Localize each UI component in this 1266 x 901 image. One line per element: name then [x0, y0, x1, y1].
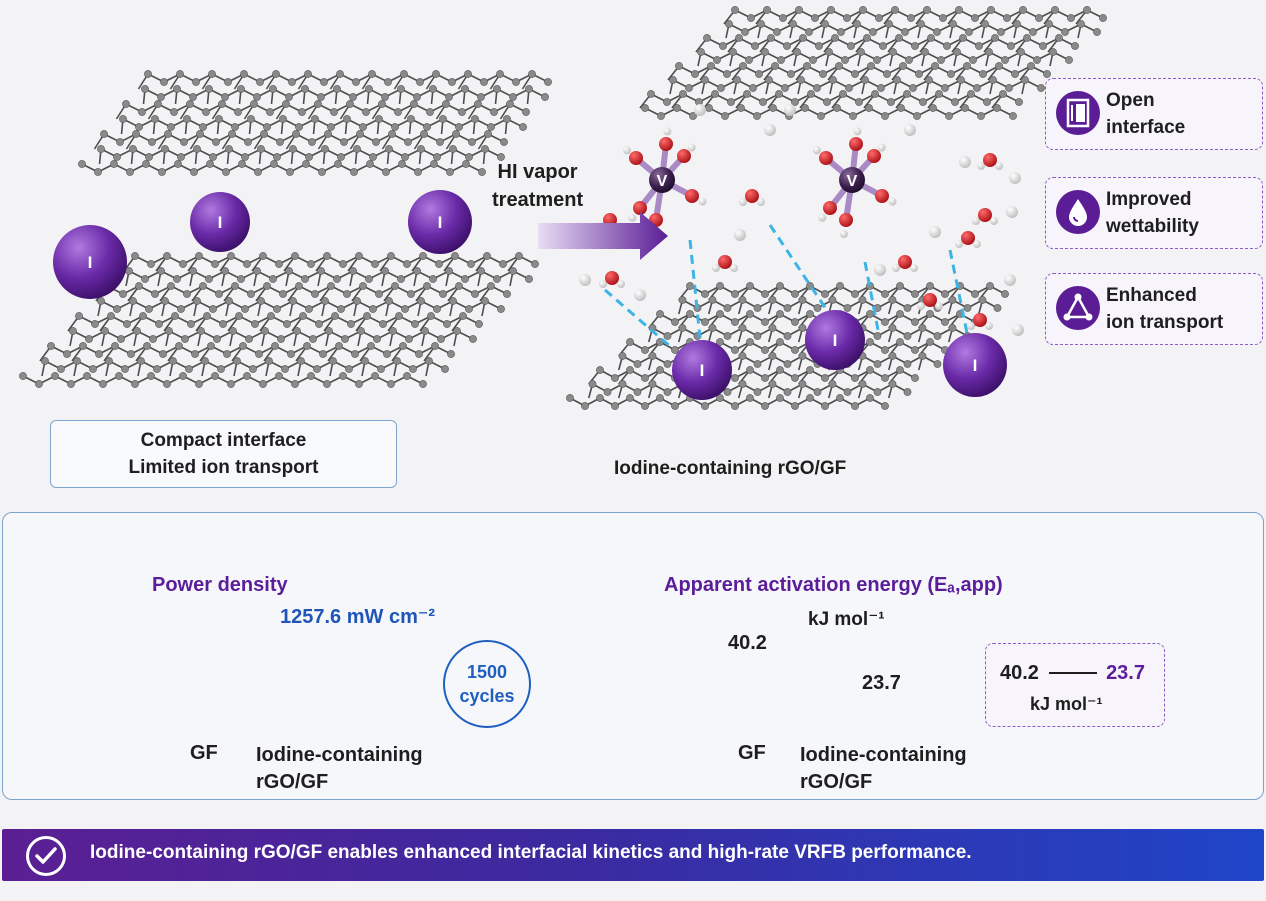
summary-from: 40.2: [1000, 662, 1039, 684]
hydrogen-atom: [1006, 206, 1018, 218]
power-iodine-line-1: Iodine-containing: [256, 744, 423, 766]
right-caption: Iodine-containing rGO/GF: [614, 458, 847, 479]
power-density-title: Power density: [152, 574, 288, 596]
hydrogen-atom: [929, 226, 941, 238]
hydrogen-atom: [904, 124, 916, 136]
iodine-atom: I: [53, 225, 127, 299]
hydrogen-atom: [1012, 324, 1024, 336]
hydrogen-atom: [734, 229, 746, 241]
hydrogen-atom: [634, 289, 646, 301]
iodine-atom-label: I: [438, 213, 443, 232]
power-gf-label: GF: [190, 742, 218, 764]
hydrogen-atom: [1004, 274, 1016, 286]
feature-3-line-1: Enhanced: [1106, 285, 1197, 306]
compact-interface-box: Compact interface Limited ion transport: [50, 420, 397, 488]
feature-2-line-1: Improved: [1106, 189, 1192, 210]
water-molecule: [967, 313, 993, 330]
feature-improved-wettability: Improved wettability: [1045, 177, 1263, 249]
summary-arrow: [1048, 672, 1097, 674]
summary-to: 23.7: [1106, 662, 1145, 684]
graphene-sheet-top-right: [639, 6, 1107, 120]
treatment-arrow: [538, 212, 668, 260]
feature-open-interface: Open interface: [1045, 78, 1263, 150]
compact-line-2: Limited ion transport: [128, 457, 319, 478]
activation-title: Apparent activation energy (Eₐ,app): [664, 574, 1003, 596]
feature-3-line-2: ion transport: [1106, 312, 1224, 333]
iodine-atom-label: I: [973, 356, 978, 375]
iodine-atom-label: I: [88, 253, 93, 272]
water-molecule: [599, 271, 625, 288]
hi-line-1: HI vapor: [497, 161, 578, 183]
iodine-atom-label: I: [833, 331, 838, 350]
triangle-network-icon: [1056, 286, 1100, 330]
compact-line-1: Compact interface: [140, 430, 307, 451]
activation-iodine-line-1: Iodine-containing: [800, 744, 967, 766]
interface-links: [604, 224, 970, 350]
activation-unit: kJ mol⁻¹: [808, 609, 885, 630]
water-molecule: [917, 293, 943, 310]
iodine-atom: I: [190, 192, 250, 252]
activation-summary-box: 40.2 23.7 kJ mol⁻¹: [985, 643, 1165, 727]
water-molecule: [972, 208, 998, 225]
power-iodine-line-2: rGO/GF: [256, 771, 329, 793]
hydrogen-atom: [959, 156, 971, 168]
conclusion-banner: Iodine-containing rGO/GF enables enhance…: [2, 829, 1264, 881]
graphene-sheets: [19, 6, 1107, 410]
cycles-text: cycles: [459, 686, 515, 706]
graphene-sheet-bottom-right: [566, 282, 1009, 410]
hydrogen-atom: [764, 124, 776, 136]
graphene-sheet-bottom-left: [19, 252, 539, 388]
vanadium-complex: V: [622, 127, 707, 238]
hydrogen-atom: [784, 104, 796, 116]
water-molecule: [892, 255, 918, 272]
iodine-atom: I: [672, 340, 732, 400]
activation-iodine-line-2: rGO/GF: [800, 771, 873, 793]
power-value-label: 1257.6 mW cm⁻²: [280, 606, 436, 628]
banner-text: Iodine-containing rGO/GF enables enhance…: [90, 842, 972, 863]
vanadium-atom-label: V: [657, 173, 668, 190]
feature-2-line-2: wettability: [1106, 216, 1199, 237]
activation-gf-label: GF: [738, 742, 766, 764]
iodine-atom-label: I: [218, 213, 223, 232]
cycles-badge: 1500 cycles: [443, 640, 531, 728]
power-iodine-label: Iodine-containing rGO/GF: [256, 742, 423, 796]
activation-gf-value: 40.2: [728, 632, 767, 654]
hydrogen-atom: [1009, 172, 1021, 184]
iodine-atoms: I I I I I I: [53, 190, 1007, 400]
water-molecules: [579, 104, 1024, 336]
hi-line-2: treatment: [492, 189, 584, 211]
hi-treatment-label: HI vapor treatment: [492, 158, 583, 214]
feature-1-line-2: interface: [1106, 117, 1186, 138]
hydrogen-atom: [874, 264, 886, 276]
activation-iodine-value: 23.7: [862, 672, 901, 694]
graphene-sheet-top-left: [78, 70, 552, 176]
iodine-atom: I: [943, 333, 1007, 397]
vanadium-atom-label: V: [847, 173, 858, 190]
cycles-number: 1500: [466, 662, 508, 682]
door-icon: [1056, 91, 1100, 135]
hydrogen-atom: [579, 274, 591, 286]
iodine-atom: I: [805, 310, 865, 370]
activation-iodine-label: Iodine-containing rGO/GF: [800, 742, 967, 796]
hydrogen-atom: [694, 104, 706, 116]
water-molecule: [739, 189, 765, 206]
iodine-atom: I: [408, 190, 472, 254]
feature-1-line-1: Open: [1106, 90, 1155, 111]
vanadium-complex: V: [812, 127, 897, 238]
water-drop-icon: [1056, 190, 1100, 234]
summary-unit: kJ mol⁻¹: [1030, 694, 1103, 714]
water-molecule: [977, 153, 1003, 170]
water-molecule: [712, 255, 738, 272]
checkmark-icon: [26, 836, 66, 876]
feature-enhanced-ion-transport: Enhanced ion transport: [1045, 273, 1263, 345]
iodine-atom-label: I: [700, 361, 705, 380]
water-molecule: [955, 231, 981, 248]
